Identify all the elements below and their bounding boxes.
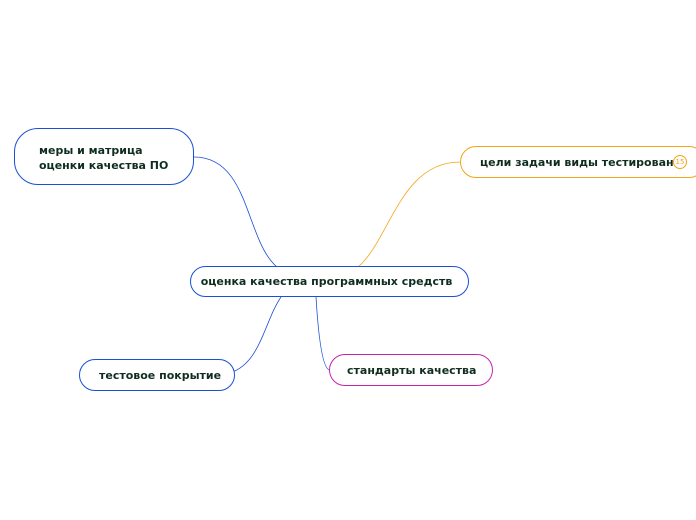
- topic-measures[interactable]: меры и матрица оценки качества ПО: [14, 128, 194, 185]
- subtopic-count-badge[interactable]: 15: [673, 155, 687, 169]
- topic-measures-line1: меры и матрица: [39, 144, 143, 157]
- topic-standards-label: стандарты качества: [347, 363, 477, 377]
- topic-standards[interactable]: стандарты качества: [329, 354, 493, 386]
- central-topic[interactable]: оценка качества программных средств: [190, 266, 469, 297]
- topic-goals[interactable]: цели задачи виды тестировани: [460, 146, 696, 178]
- topic-coverage-label: тестовое покрытие: [99, 368, 222, 382]
- connector-measures: [193, 156, 278, 268]
- topic-measures-line2: оценки качества ПО: [39, 159, 169, 172]
- topic-goals-label: цели задачи виды тестировани: [480, 155, 682, 169]
- connector-goals: [357, 161, 461, 268]
- topic-coverage[interactable]: тестовое покрытие: [79, 359, 235, 391]
- connector-standards: [315, 296, 331, 371]
- central-topic-label: оценка качества программных средств: [200, 275, 453, 288]
